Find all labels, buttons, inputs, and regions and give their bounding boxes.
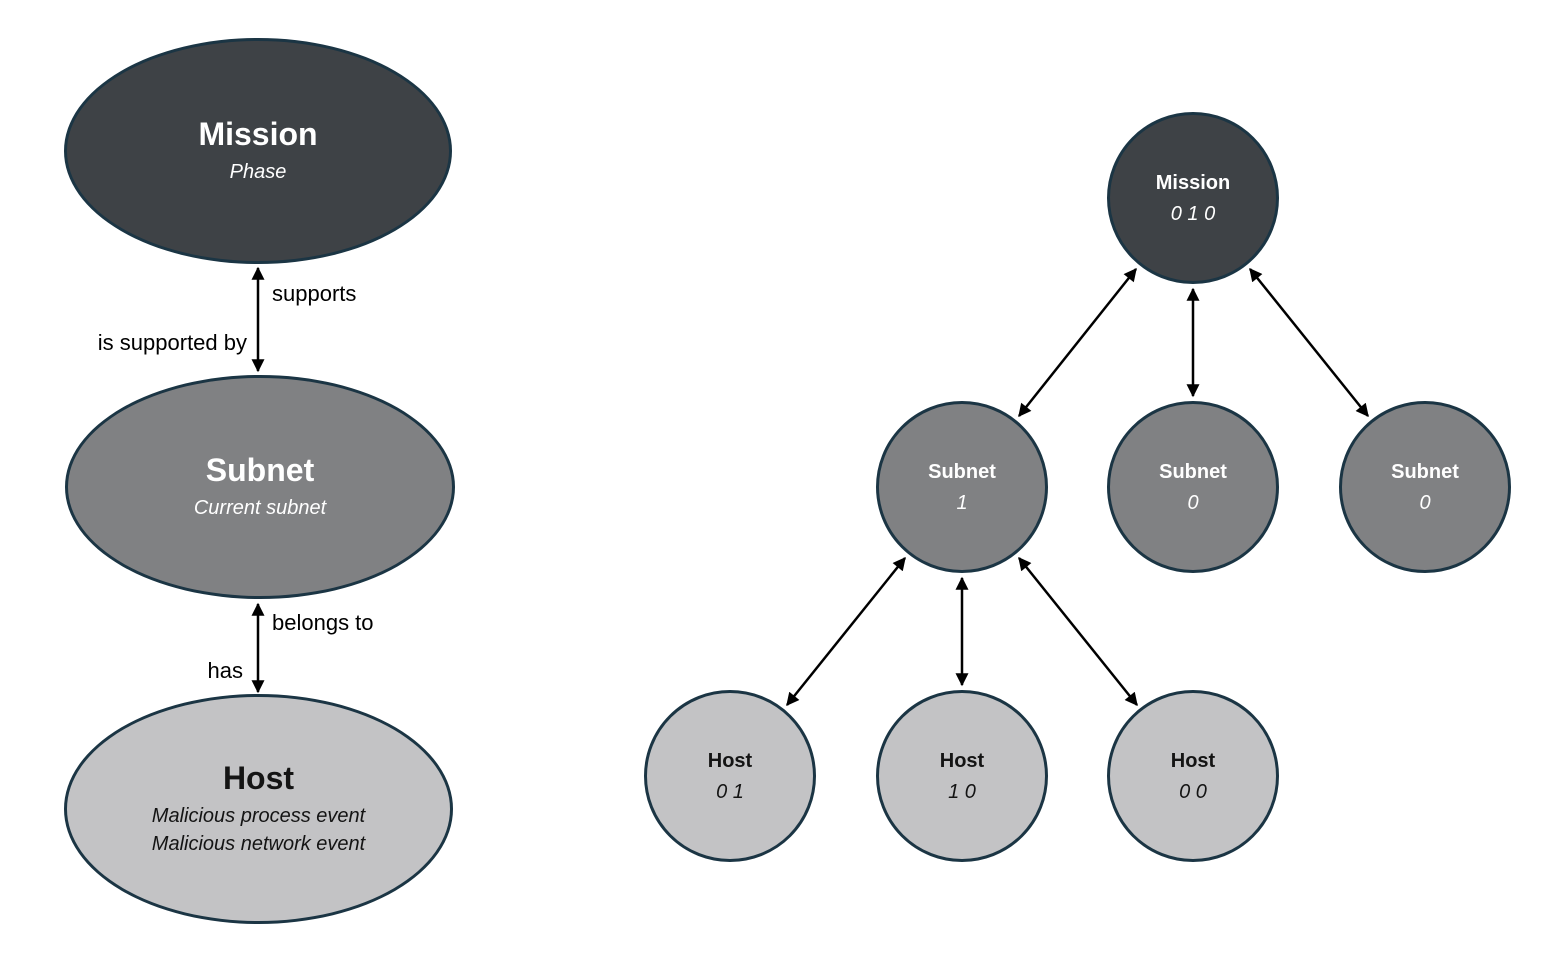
tree-node-host-3: Host 0 0 <box>1107 690 1279 862</box>
tree-node-host-3-value: 0 0 <box>1179 780 1207 803</box>
edge-mission-subnet3-arrow <box>1249 267 1369 418</box>
edge-label-belongs-to: belongs to <box>272 610 374 635</box>
tree-node-subnet-2-value: 0 <box>1187 491 1199 514</box>
tree-node-host-2: Host 1 0 <box>876 690 1048 862</box>
tree-node-mission-title: Mission <box>1155 171 1231 194</box>
tree-node-subnet-2-title: Subnet <box>1159 460 1227 483</box>
tree-node-host-1-value: 0 1 <box>716 780 744 803</box>
tree-node-subnet-3-title: Subnet <box>1391 460 1459 483</box>
tree-node-mission: Mission 0 1 0 <box>1107 112 1279 284</box>
tree-node-subnet-1: Subnet 1 <box>876 401 1048 573</box>
tree-node-subnet-3-value: 0 <box>1419 491 1431 514</box>
tree-node-subnet-1-title: Subnet <box>928 460 996 483</box>
edge-label-has: has <box>207 658 243 683</box>
tree-node-subnet-3: Subnet 0 <box>1339 401 1511 573</box>
edge-label-is-supported-by: is supported by <box>97 330 247 355</box>
schema-node-mission: Mission Phase <box>64 38 452 264</box>
schema-node-host-attribute-2: Malicious network event <box>151 832 366 855</box>
tree-node-subnet-1-value: 1 <box>956 491 968 514</box>
schema-node-subnet-title: Subnet <box>205 452 315 489</box>
schema-node-host-title: Host <box>222 760 295 797</box>
tree-node-host-1: Host 0 1 <box>644 690 816 862</box>
schema-node-host: Host Malicious process event Malicious n… <box>64 694 453 924</box>
tree-node-host-2-title: Host <box>939 749 985 772</box>
edge-subnet1-host1-arrow <box>786 556 906 707</box>
schema-node-mission-attribute: Phase <box>229 160 287 183</box>
tree-node-host-3-title: Host <box>1170 749 1216 772</box>
tree-node-host-1-title: Host <box>707 749 753 772</box>
edge-mission-subnet1-arrow <box>1018 267 1137 418</box>
schema-node-mission-title: Mission <box>198 116 318 153</box>
edge-subnet1-host3-arrow <box>1018 556 1138 707</box>
schema-node-subnet: Subnet Current subnet <box>65 375 455 599</box>
tree-node-subnet-2: Subnet 0 <box>1107 401 1279 573</box>
tree-node-mission-value: 0 1 0 <box>1170 202 1216 225</box>
schema-node-host-attribute-1: Malicious process event <box>151 804 366 827</box>
schema-node-subnet-attribute: Current subnet <box>193 496 327 519</box>
tree-node-host-2-value: 1 0 <box>948 780 976 803</box>
edge-label-supports: supports <box>272 281 357 306</box>
